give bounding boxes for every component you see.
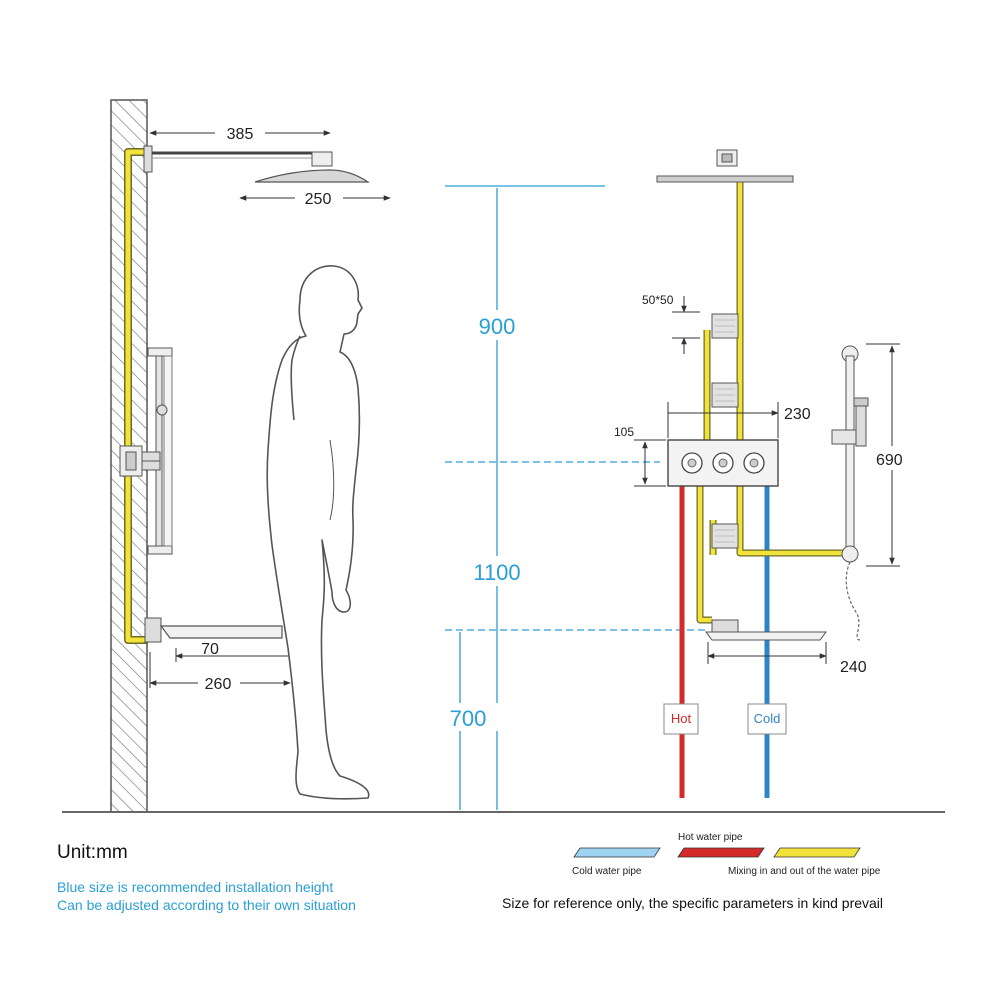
- legend-hot-swatch: [677, 847, 765, 858]
- body-jets: [711, 313, 739, 549]
- dim-385: 385: [227, 126, 254, 143]
- svg-text:Cold: Cold: [754, 711, 781, 726]
- blue-size-note: Blue size is recommended installation he…: [57, 879, 334, 895]
- dim-1100: 1100: [473, 560, 520, 585]
- dim-900: 900: [479, 314, 516, 339]
- side-shower-arm: [143, 145, 370, 183]
- dim-230: 230: [784, 406, 811, 423]
- front-spout: [705, 619, 827, 641]
- cold-label: Cold: [747, 703, 787, 735]
- hot-label: Hot: [663, 703, 699, 735]
- dim-70: 70: [201, 641, 219, 658]
- legend-mix-label: Mixing in and out of the water pipe: [728, 866, 881, 877]
- dim-700: 700: [450, 706, 487, 731]
- legend-hot-label: Hot water pipe: [678, 832, 743, 843]
- dim-50x50: 50*50: [642, 293, 674, 307]
- dim-690: 690: [876, 452, 903, 469]
- human-figure: [266, 265, 370, 800]
- svg-text:Hot: Hot: [671, 711, 692, 726]
- legend-cold-swatch: [573, 847, 661, 858]
- dim-250: 250: [305, 191, 332, 208]
- front-slide-bar: [831, 345, 869, 641]
- side-slide-bar: [147, 347, 173, 555]
- reference-note: Size for reference only, the specific pa…: [502, 895, 884, 911]
- legend: Hot water pipe Cold water pipe Mixing in…: [572, 832, 881, 877]
- dim-105: 105: [614, 425, 634, 439]
- unit-label: Unit:mm: [57, 842, 128, 863]
- front-rain-head: [656, 149, 794, 183]
- legend-mix-swatch: [773, 847, 861, 858]
- side-valve: [119, 445, 161, 477]
- dim-260: 260: [205, 676, 232, 693]
- dim-240: 240: [840, 659, 867, 676]
- legend-cold-label: Cold water pipe: [572, 866, 642, 877]
- front-valve: [667, 439, 779, 487]
- adjust-note: Can be adjusted according to their own s…: [57, 897, 356, 913]
- side-spout: [144, 617, 283, 643]
